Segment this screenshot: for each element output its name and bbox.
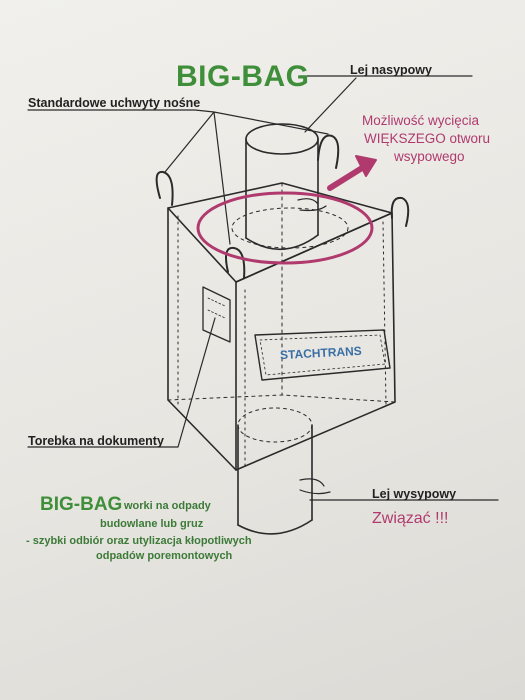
bag-hidden-edges xyxy=(167,182,396,403)
top-spout-bottom xyxy=(245,234,319,251)
pointer-handles xyxy=(27,109,329,245)
footer-line-2: budowlane lub gruz xyxy=(100,518,204,530)
note-line-1: Możliwość wycięcia xyxy=(362,113,480,128)
top-spout-base xyxy=(231,207,349,249)
brand-label-box xyxy=(254,329,391,381)
handle-right xyxy=(390,196,410,227)
pink-arrow xyxy=(327,165,365,191)
handle-right-back xyxy=(317,134,340,169)
note-tie: Związać !!! xyxy=(372,510,449,527)
document-pouch xyxy=(202,286,231,343)
bag-seam-right2 xyxy=(382,221,387,406)
pointer-document-pouch xyxy=(27,317,216,448)
footer-line-1: worki na odpady xyxy=(124,500,211,512)
note-line-2: WIĘKSZEGO otworu xyxy=(364,131,491,146)
bottom-spout-rim xyxy=(237,407,313,443)
footer-line-3: - szybki odbiór oraz utylizacja kłopotli… xyxy=(26,535,252,547)
top-spout-rim xyxy=(245,123,319,155)
label-bottom-spout: Lej wysypowy xyxy=(372,487,457,501)
label-top-spout: Lej nasypowy xyxy=(350,63,432,77)
label-document-pouch: Torebka na dokumenty xyxy=(28,434,164,448)
footer-line-4: odpadów poremontowych xyxy=(96,550,233,562)
bag-front-right-face xyxy=(235,212,396,471)
bottom-spout-bottom xyxy=(237,519,313,535)
label-handles: Standardowe uchwyty nośne xyxy=(28,96,201,110)
page-title: BIG-BAG xyxy=(176,60,310,93)
footer-title: BIG-BAG xyxy=(40,494,123,515)
bag-front-left-face xyxy=(167,207,237,471)
note-line-3: wsypowego xyxy=(394,149,465,164)
bottom-spout-sides xyxy=(237,424,313,526)
bottom-spout-tie xyxy=(299,478,331,495)
large-opening-ellipse xyxy=(196,191,374,265)
pointer-top-spout xyxy=(299,75,473,133)
handle-front xyxy=(225,246,246,279)
top-spout-tie xyxy=(297,198,327,212)
handle-left-back xyxy=(155,170,174,206)
bag-top-face xyxy=(167,182,393,283)
